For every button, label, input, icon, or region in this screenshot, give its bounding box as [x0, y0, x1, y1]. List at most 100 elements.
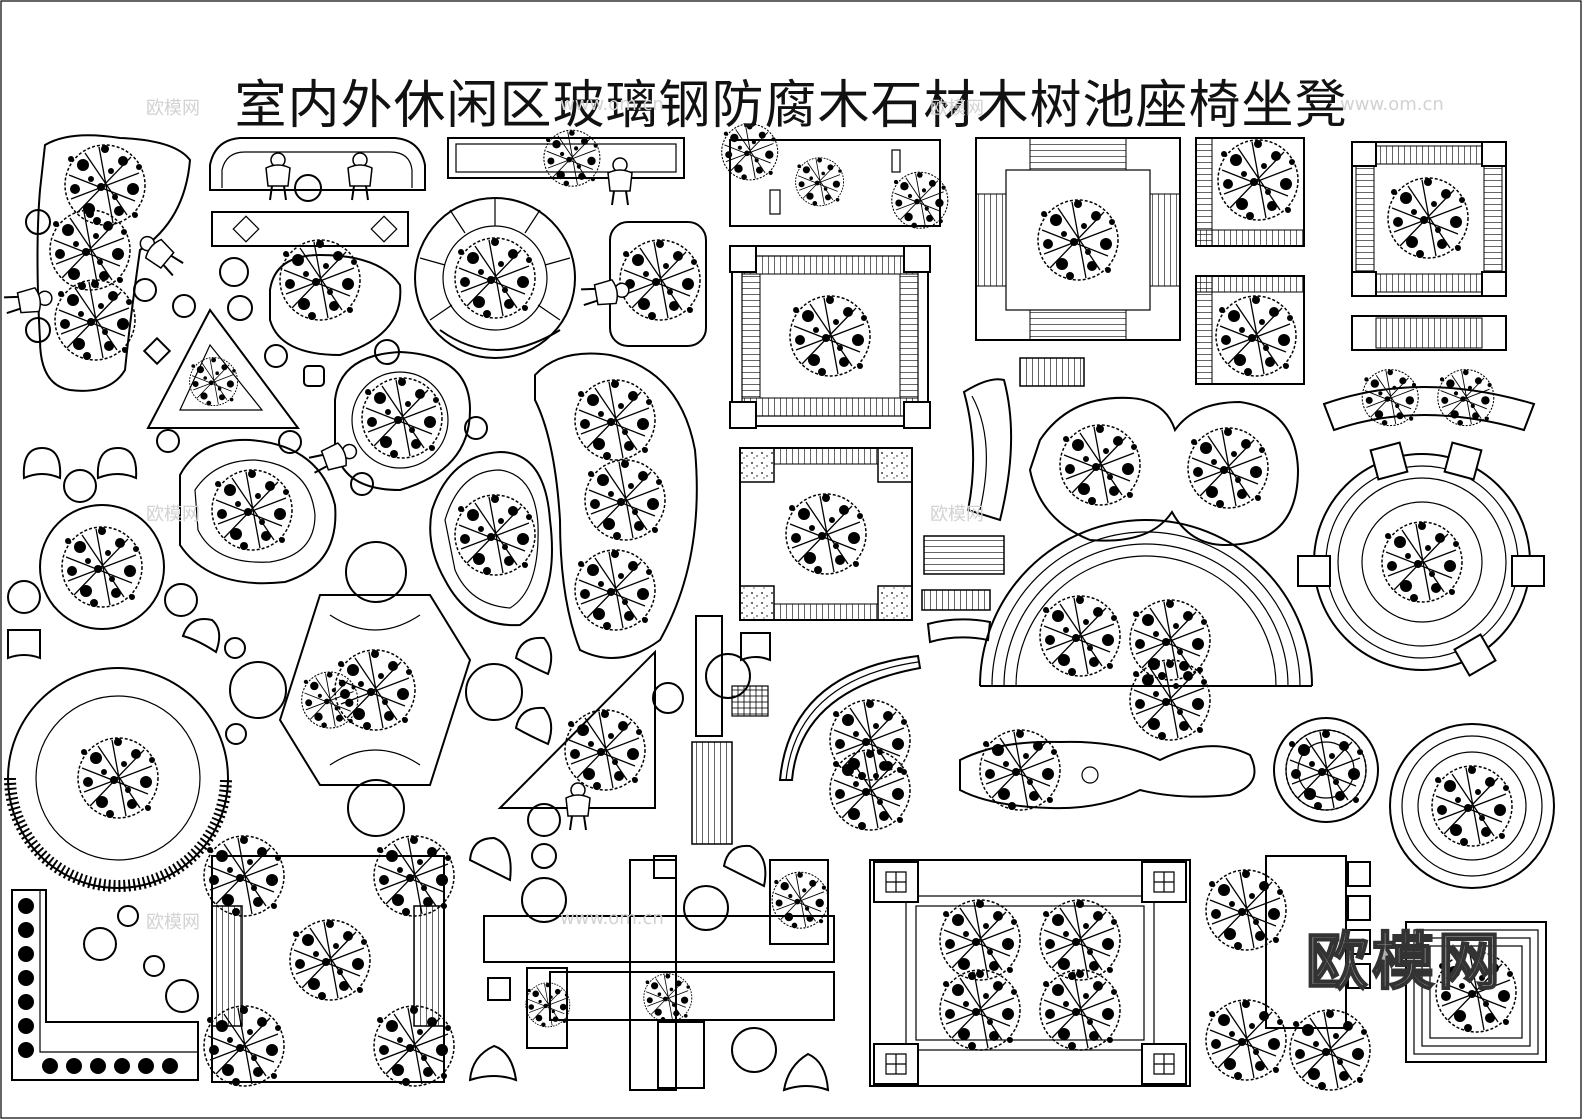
square-dark-planter-c — [1405, 921, 1547, 1063]
tree-canopy-icon — [334, 649, 416, 731]
curved-planter-bench-pair — [1322, 369, 1536, 432]
tree-canopy-icon — [584, 459, 666, 541]
tree-canopy-icon — [77, 737, 159, 819]
curved-bench — [921, 357, 1085, 644]
tree-canopy-icon — [211, 469, 293, 551]
round-tree-pool-with-seat — [269, 239, 402, 357]
round-stool-group — [7, 209, 777, 1073]
watermark-url: www.om.cn — [560, 94, 664, 115]
tree-canopy-icon — [289, 919, 371, 1001]
square-dark-planter-a — [1195, 137, 1305, 247]
watermark-url: www.om.cn — [1340, 94, 1444, 115]
triangle-planter — [146, 308, 300, 429]
tree-canopy-icon — [1217, 139, 1299, 221]
long-free-form-planter — [534, 352, 698, 659]
tree-canopy-icon — [454, 494, 536, 576]
tree-canopy-icon — [301, 671, 359, 729]
tree-canopy-icon — [54, 279, 136, 361]
tree-canopy-icon — [1381, 521, 1463, 603]
tree-canopy-icon — [574, 549, 656, 631]
semicircle-planter-bench — [979, 519, 1313, 741]
free-form-planter-2 — [429, 450, 553, 627]
cross-shaped-planter — [278, 594, 472, 786]
tree-canopy-icon — [829, 749, 911, 831]
l-shaped-bench — [11, 889, 199, 1081]
tree-canopy-icon — [525, 982, 571, 1028]
square-stone-planter — [739, 447, 913, 621]
tree-canopy-icon — [1059, 424, 1141, 506]
person-seated-icon — [133, 228, 187, 280]
person-seated-icon — [579, 276, 632, 311]
kidney-planter-bench — [179, 438, 337, 585]
tree-canopy-icon — [1431, 765, 1513, 847]
free-form-planter-bench — [2, 134, 192, 392]
square-wood-planter-c — [1351, 141, 1507, 351]
round-bench-planter-2 — [306, 350, 472, 492]
tree-canopy-icon — [454, 237, 536, 319]
person-seated-icon — [607, 157, 633, 206]
round-tree-pool-small — [39, 504, 165, 630]
person-seated-icon — [2, 284, 55, 319]
tree-canopy-icon — [61, 526, 143, 608]
tree-canopy-icon — [574, 379, 656, 461]
tree-canopy-icon — [619, 239, 701, 321]
tree-canopy-icon — [564, 709, 646, 791]
tree-canopy-icon — [1039, 899, 1121, 981]
cross-bench-set — [483, 855, 835, 1091]
tree-canopy-icon — [361, 377, 443, 459]
tree-canopy-icon — [1289, 1009, 1371, 1091]
tree-canopy-icon — [279, 239, 361, 321]
round-segmented-seat-pool — [1297, 441, 1545, 677]
tree-canopy-icon — [1387, 177, 1469, 259]
tree-canopy-icon — [203, 1005, 285, 1087]
square-wood-planter-b — [975, 137, 1181, 341]
watermark-text: 欧模网 — [930, 98, 984, 119]
person-seated-icon — [347, 152, 373, 201]
round-tree-pool-large — [4, 667, 232, 892]
tree-canopy-icon — [1037, 199, 1119, 281]
tree-canopy-icon — [49, 209, 131, 291]
person-seated-icon — [265, 152, 291, 201]
tree-canopy-icon — [771, 871, 829, 929]
tree-canopy-icon — [1039, 969, 1121, 1051]
tree-canopy-icon — [643, 973, 693, 1023]
tree-canopy-icon — [373, 835, 455, 917]
segmented-round-bench — [414, 197, 576, 359]
tree-canopy-icon — [64, 144, 146, 226]
drawing-title: 室内外休闲区玻璃钢防腐木石材木树池座椅坐凳 — [234, 75, 1348, 136]
square-planter-with-chair — [579, 221, 707, 347]
square-wood-planter-4-trees — [203, 835, 455, 1087]
person-seated-icon — [565, 782, 591, 831]
tree-canopy-icon — [1215, 295, 1297, 377]
tree-canopy-icon — [939, 969, 1021, 1051]
double-round-tree-pool — [1028, 396, 1300, 547]
slatted-bench-pieces — [691, 615, 769, 845]
arc-bench-with-pond — [778, 654, 1256, 831]
tree-canopy-icon — [1205, 999, 1287, 1081]
tree-canopy-icon — [1039, 595, 1121, 677]
tree-canopy-icon — [1205, 869, 1287, 951]
tree-canopy-icon — [785, 493, 867, 575]
tree-canopy-icon — [189, 357, 239, 407]
person-seated-icon — [306, 436, 362, 478]
square-dark-planter-b — [1195, 275, 1305, 385]
tree-canopy-icon — [1187, 427, 1269, 509]
tree-canopy-icon — [829, 699, 911, 781]
brand-watermark: 欧模网 — [1305, 924, 1504, 999]
triangle-bench-planter — [497, 649, 656, 831]
bench-with-seat-pads — [1205, 855, 1371, 1091]
curved-back-sofa — [209, 137, 426, 247]
tree-canopy-icon — [789, 295, 871, 377]
top-bench-with-trees — [447, 129, 685, 206]
long-bench-with-vines — [721, 123, 949, 229]
watermark-text: 欧模网 — [146, 912, 200, 933]
watermark-text: 欧模网 — [146, 98, 200, 119]
rectangular-planter-with-posts — [869, 859, 1191, 1087]
watermark-url: www.om.cn — [560, 908, 664, 929]
tree-canopy-icon — [795, 157, 845, 207]
tree-canopy-icon — [939, 899, 1021, 981]
watermark-text: 欧模网 — [930, 504, 984, 525]
